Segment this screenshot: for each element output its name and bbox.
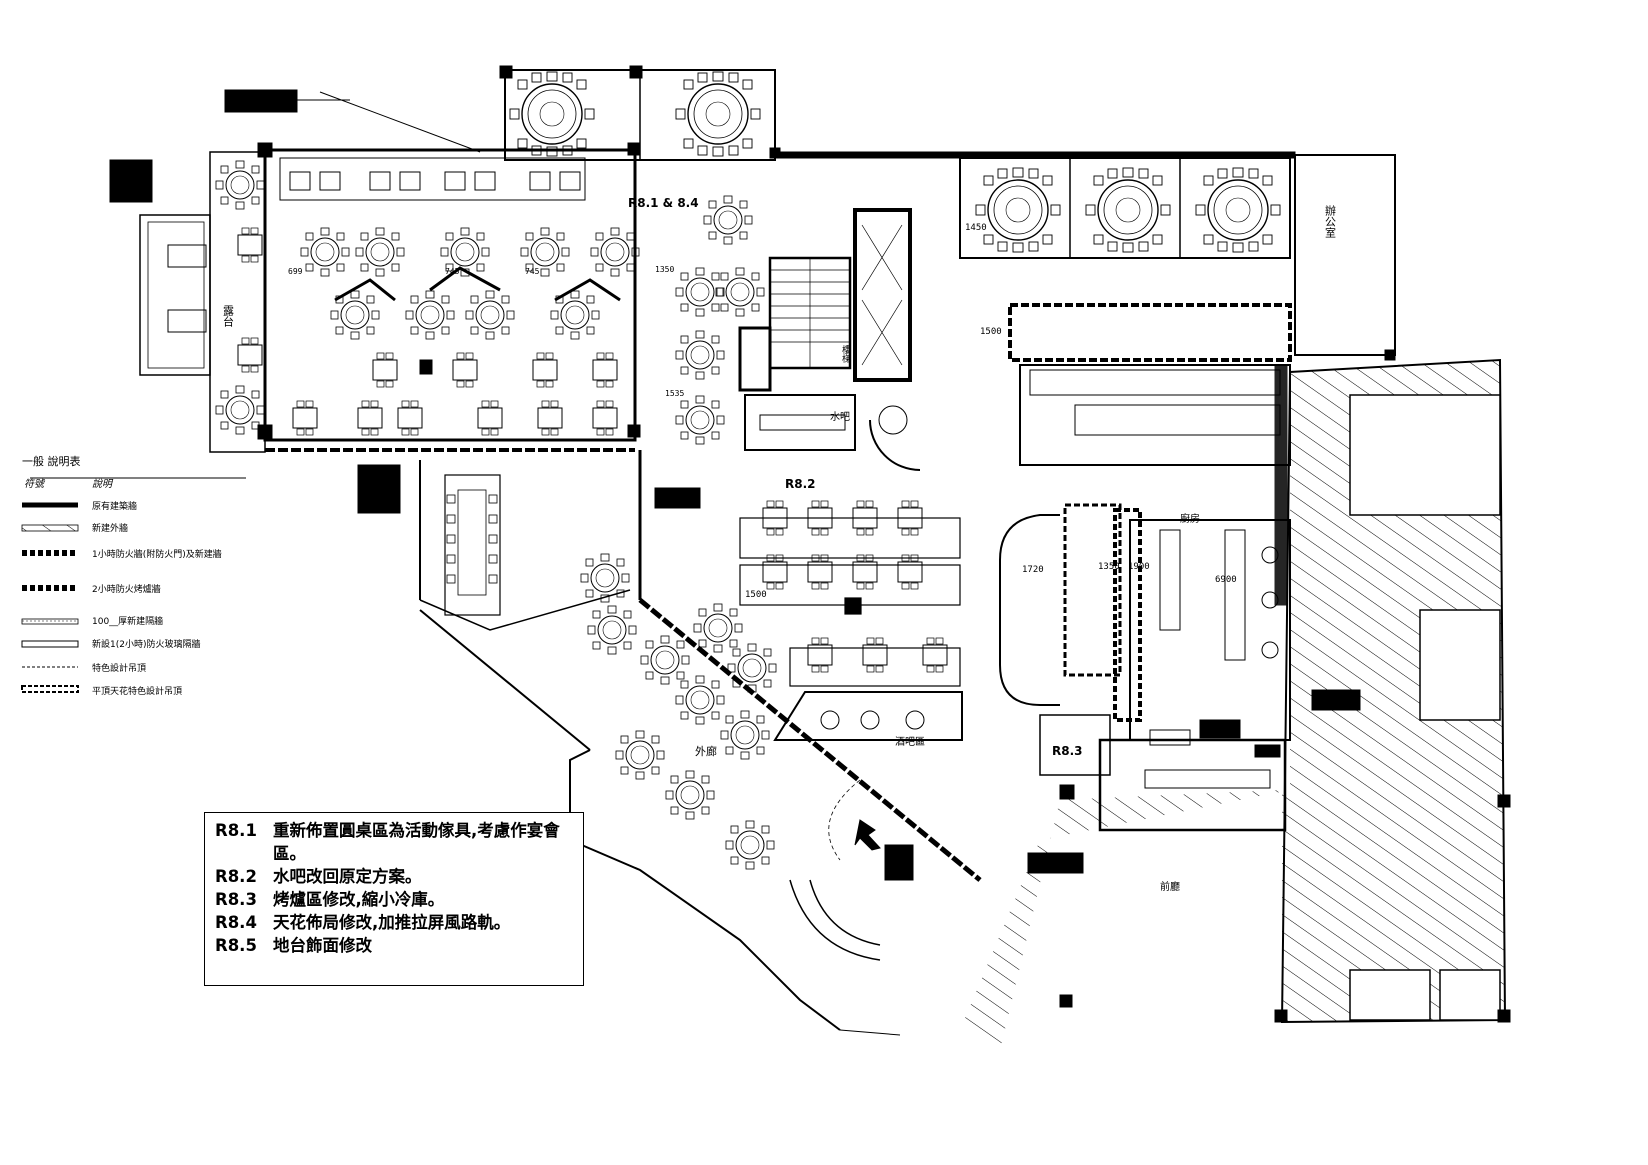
legend-col-symbol: 符號	[24, 478, 46, 490]
terrace-sofas	[167, 244, 207, 333]
square-tables	[237, 227, 618, 436]
dim-1720: 1720	[1022, 565, 1044, 575]
revision-notes-box: R8.1 重新佈置圓桌區為活動傢具,考慮作宴會區。 R8.2 水吧改回原定方案。…	[204, 812, 584, 986]
banquet-table	[1085, 167, 1171, 253]
revision-tag-r82: R8.2	[785, 477, 816, 491]
legend-title: 一般 說明表	[22, 454, 81, 468]
legend-item-fire-glass: 新設1(2小時)防火玻璃隔牆	[92, 638, 200, 650]
outdoor-tables	[580, 553, 777, 870]
kitchen-equipment	[1029, 369, 1281, 789]
dim-699: 699	[288, 267, 303, 276]
room-label-bar-zone: 酒吧區	[895, 736, 925, 748]
revision-note-code: R8.1	[215, 821, 257, 840]
long-banquet-table-stools	[446, 489, 498, 596]
round-table	[215, 385, 265, 435]
legend-item-existing-wall: 原有建築牆	[92, 500, 137, 512]
round-table	[215, 160, 265, 210]
legend-symbols	[21, 477, 246, 693]
private-rooms-right	[959, 154, 1396, 361]
banquet-table	[1195, 167, 1281, 253]
legend-item-fire-wall-2: 2小時防火烤爐牆	[92, 583, 161, 595]
room-label-bar: 水吧	[830, 411, 850, 423]
revision-note: R8.3 烤爐區修改,縮小冷庫。	[215, 888, 573, 911]
revision-note-text: 水吧改回原定方案。	[273, 867, 422, 886]
long-counter	[999, 514, 1111, 776]
dim-1450: 1450	[965, 223, 987, 233]
revision-note: R8.1 重新佈置圓桌區為活動傢具,考慮作宴會區。	[215, 819, 573, 865]
dim-1535: 1535	[665, 389, 684, 398]
banquet-table	[675, 71, 761, 157]
revision-note-text: 地台飾面修改	[273, 936, 372, 955]
dim-1350: 1350	[655, 265, 674, 274]
outdoor-terrace-walls	[357, 450, 1084, 1036]
fan-dividers	[334, 266, 621, 302]
revision-note-text: 天花佈局修改,加推拉屏風路軌。	[273, 913, 511, 932]
revision-note: R8.2 水吧改回原定方案。	[215, 865, 573, 888]
kitchen-block	[1008, 303, 1292, 832]
revision-note-code: R8.4	[215, 913, 257, 932]
revision-tag-r83: R8.3	[1052, 744, 1083, 758]
terrace-wing	[109, 89, 481, 453]
dim-745-a: 745	[445, 267, 460, 276]
dim-1900: 1900	[1128, 562, 1150, 572]
restroom-block	[1274, 394, 1511, 1023]
legend-item-special-ceiling: 特色設計吊頂	[92, 662, 146, 674]
banquet-table	[509, 71, 595, 157]
room-label-outdoor: 外廊	[695, 744, 717, 758]
bar-stools	[762, 500, 948, 673]
revision-note-code: R8.2	[215, 867, 257, 886]
stair-core	[738, 151, 1296, 392]
room-label-kitchen: 廚房	[1180, 512, 1200, 525]
legend-item-ceiling-design: 平頂天花特色設計吊頂	[92, 685, 182, 697]
dim-1500-a: 1500	[980, 327, 1002, 337]
room-label-stairs: 樓梯	[840, 344, 851, 364]
banquet-table	[975, 167, 1061, 253]
booth-row-top	[279, 157, 586, 201]
water-bar	[744, 394, 921, 471]
room-label-terrace: 露台	[222, 305, 235, 327]
spiral-stair	[789, 879, 881, 961]
room-label-lobby: 前廳	[1160, 880, 1180, 893]
dim-745-b: 745	[525, 267, 540, 276]
revision-note: R8.5 地台飾面修改	[215, 934, 573, 957]
revision-note-text: 烤爐區修改,縮小冷庫。	[273, 890, 445, 909]
revision-tag-r81-84: R8.1 & 8.4	[628, 196, 699, 210]
legend-col-desc: 說明	[92, 478, 114, 490]
revision-note: R8.4 天花佈局修改,加推拉屏風路軌。	[215, 911, 573, 934]
main-dining-walls	[257, 142, 641, 452]
dim-6900: 6900	[1215, 575, 1237, 585]
bar-seating	[739, 517, 963, 741]
revision-note-code: R8.5	[215, 936, 257, 955]
bar-round-stools	[820, 710, 925, 730]
room-label-office: 辦公室	[1324, 204, 1337, 238]
revision-note-code: R8.3	[215, 890, 257, 909]
dim-1500-b: 1500	[745, 590, 767, 600]
legend-item-new-partition: 100__厚新建隔牆	[92, 615, 163, 627]
corridor-tables	[675, 195, 765, 445]
legend-item-new-wall: 新建外牆	[92, 522, 128, 534]
legend-item-fire-wall-1: 1小時防火牆(附防火門)及新建牆	[92, 548, 222, 560]
dining-tables	[300, 227, 640, 340]
dim-1350-b: 1350	[1098, 562, 1120, 572]
revision-note-text: 重新佈置圓桌區為活動傢具,考慮作宴會區。	[273, 821, 560, 863]
